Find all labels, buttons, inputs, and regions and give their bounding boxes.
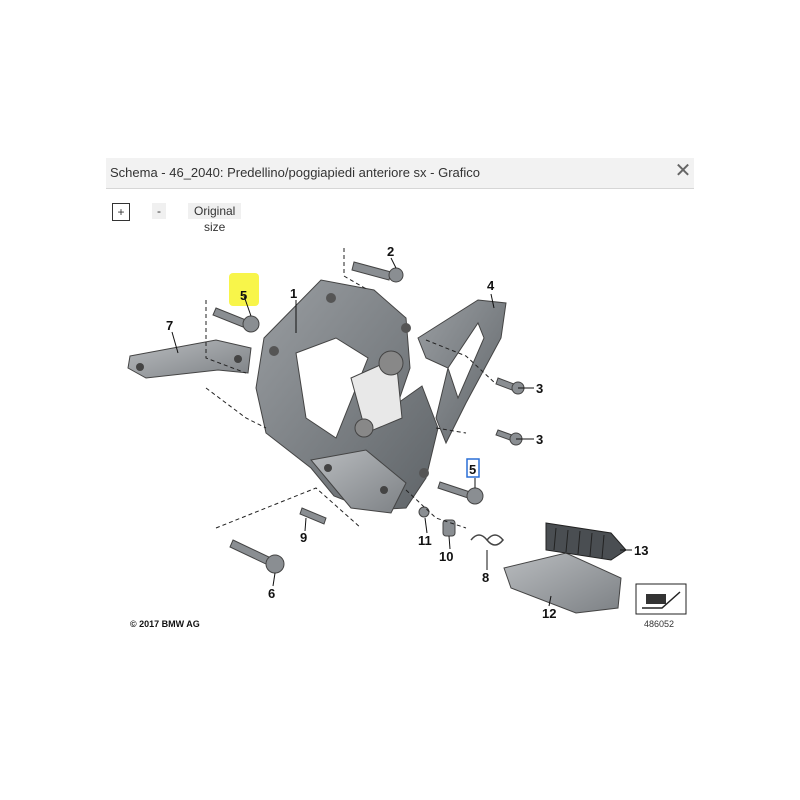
callout-13: 13 (634, 543, 648, 558)
callout-5-highlight-blue (466, 458, 480, 478)
original-size-button[interactable]: Original size (188, 203, 242, 234)
bracket-part (255, 279, 439, 514)
link-plate-part (127, 339, 252, 379)
image-number: 486052 (644, 619, 675, 629)
callout-9: 9 (300, 530, 307, 545)
bolt-3-upper (495, 377, 515, 391)
pin-9 (299, 507, 327, 525)
zoom-in-button[interactable]: + (112, 203, 130, 221)
callout-5-lower: 5 (469, 462, 476, 477)
callout-7: 7 (166, 318, 173, 333)
callout-5-upper: 5 (240, 288, 247, 303)
footrest-part (503, 552, 622, 614)
bushing-10 (442, 519, 456, 537)
callout-12: 12 (542, 606, 556, 621)
window-title: Schema - 46_2040: Predellino/poggiapiedi… (110, 165, 480, 180)
bolt-5-lower (437, 481, 471, 499)
callout-5-highlight (229, 273, 259, 306)
callout-11: 11 (418, 533, 432, 548)
parts-diagram: 1 2 3 3 4 5 5 6 7 8 9 10 11 12 13 (127, 244, 687, 621)
callout-2: 2 (387, 244, 394, 259)
callout-3-lower: 3 (536, 432, 543, 447)
bolt-2 (351, 261, 392, 281)
close-icon[interactable]: ✕ (674, 160, 692, 182)
orientation-arrow-icon (635, 583, 687, 615)
bolt-6 (229, 539, 272, 566)
callout-3-upper: 3 (536, 381, 543, 396)
zoom-out-button[interactable]: - (152, 203, 166, 219)
callout-6: 6 (268, 586, 275, 601)
callout-1: 1 (290, 286, 297, 301)
spring-part (470, 534, 504, 546)
washer-11 (418, 506, 430, 518)
window-title-bar: Schema - 46_2040: Predellino/poggiapiedi… (106, 158, 694, 189)
callout-10: 10 (439, 549, 453, 564)
copyright-text: © 2017 BMW AG (130, 619, 200, 629)
bolt-5-upper (212, 307, 247, 328)
callout-4: 4 (487, 278, 495, 293)
callout-8: 8 (482, 570, 489, 585)
